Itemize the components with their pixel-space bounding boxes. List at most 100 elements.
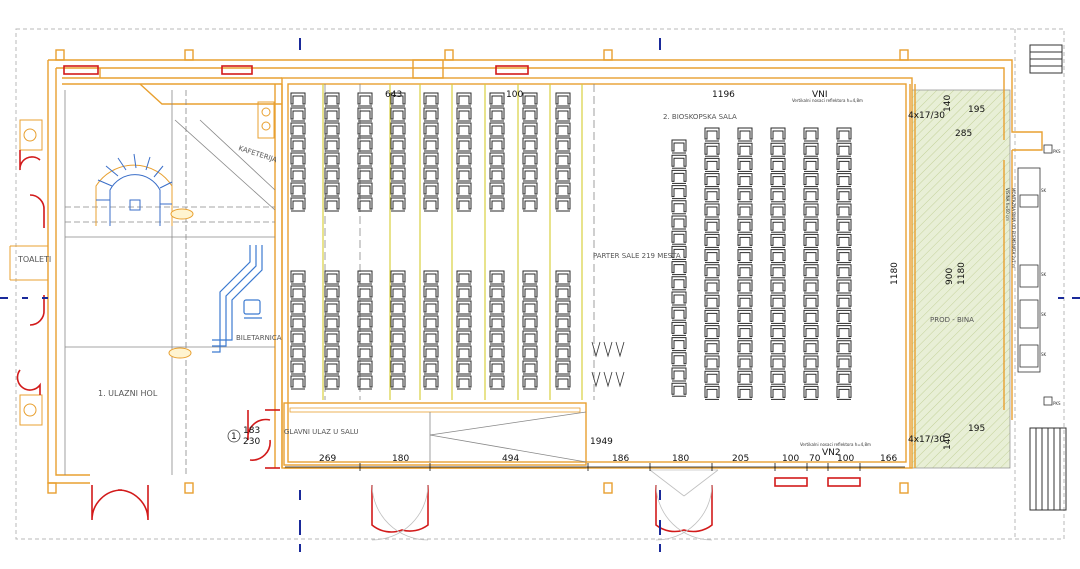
seat bbox=[737, 294, 753, 309]
seat bbox=[324, 107, 340, 122]
spiral-staircase bbox=[95, 153, 173, 226]
seat bbox=[671, 352, 687, 367]
seat bbox=[522, 270, 538, 285]
seat bbox=[423, 360, 439, 375]
dim-1196: 1196 bbox=[712, 90, 735, 100]
seat bbox=[390, 360, 406, 375]
seat bbox=[770, 355, 786, 370]
seat bbox=[836, 157, 852, 172]
seat bbox=[555, 122, 571, 137]
seat bbox=[456, 270, 472, 285]
seat bbox=[671, 154, 687, 169]
seat bbox=[770, 127, 786, 142]
bottom-dimension-label: 180 bbox=[672, 454, 689, 464]
seat bbox=[522, 197, 538, 212]
entrance-hall-label: 1. ULAZNI HOL bbox=[98, 389, 158, 398]
seat bbox=[737, 264, 753, 279]
seat bbox=[489, 182, 505, 197]
seat bbox=[357, 315, 373, 330]
seat bbox=[671, 291, 687, 306]
seat bbox=[671, 367, 687, 382]
seat bbox=[671, 200, 687, 215]
seat bbox=[522, 375, 538, 390]
seat bbox=[555, 345, 571, 360]
seat bbox=[456, 92, 472, 107]
seat bbox=[324, 152, 340, 167]
seat bbox=[357, 167, 373, 182]
vn2-label: VN2 bbox=[822, 448, 841, 458]
door-size-bottom: 230 bbox=[243, 437, 260, 447]
seat bbox=[770, 340, 786, 355]
seat bbox=[456, 360, 472, 375]
seat bbox=[555, 375, 571, 390]
stage-area bbox=[911, 89, 1011, 469]
dim-4x17-bottom: 4x17/30 bbox=[908, 435, 945, 445]
bottom-dimension-label: 70 bbox=[809, 454, 821, 464]
seat bbox=[803, 264, 819, 279]
seat bbox=[522, 360, 538, 375]
seat bbox=[836, 309, 852, 324]
seat bbox=[357, 152, 373, 167]
seat bbox=[555, 197, 571, 212]
seat bbox=[803, 233, 819, 248]
stage-figures bbox=[591, 341, 625, 388]
seat bbox=[324, 197, 340, 212]
seat bbox=[737, 249, 753, 264]
drawing-frame bbox=[15, 28, 1065, 540]
seat bbox=[456, 107, 472, 122]
seat bbox=[456, 122, 472, 137]
seat bbox=[704, 294, 720, 309]
seat bbox=[324, 122, 340, 137]
bottom-dimension-label: 186 bbox=[612, 454, 629, 464]
bottom-dimension-label: 180 bbox=[392, 454, 409, 464]
seat bbox=[671, 245, 687, 260]
dim-900: 900 bbox=[945, 268, 955, 285]
bottom-dimension-label: 100 bbox=[837, 454, 854, 464]
seat bbox=[803, 279, 819, 294]
seat bbox=[836, 188, 852, 203]
seat bbox=[423, 107, 439, 122]
seat bbox=[836, 294, 852, 309]
seat bbox=[704, 264, 720, 279]
seat bbox=[423, 285, 439, 300]
seat bbox=[357, 360, 373, 375]
seat bbox=[423, 315, 439, 330]
seat bbox=[671, 215, 687, 230]
seat bbox=[671, 261, 687, 276]
seat bbox=[423, 167, 439, 182]
seat bbox=[290, 315, 306, 330]
seat bbox=[704, 309, 720, 324]
seat bbox=[836, 218, 852, 233]
ticket-office-label: BILETARNICA bbox=[236, 334, 282, 342]
seat bbox=[390, 197, 406, 212]
seat bbox=[737, 218, 753, 233]
side-mark: SK bbox=[1041, 188, 1047, 193]
seat bbox=[456, 285, 472, 300]
seat bbox=[803, 294, 819, 309]
seat bbox=[522, 107, 538, 122]
side-mark: SK bbox=[1041, 352, 1047, 357]
seat bbox=[803, 340, 819, 355]
dim-4x17-top: 4x17/30 bbox=[908, 111, 945, 121]
toilet-area bbox=[9, 119, 48, 426]
seat bbox=[770, 203, 786, 218]
dim-1180: 1180 bbox=[890, 262, 900, 285]
bottom-dimension-label: 494 bbox=[502, 454, 519, 464]
seat bbox=[390, 122, 406, 137]
seat bbox=[390, 300, 406, 315]
seat bbox=[390, 152, 406, 167]
side-mark: SK bbox=[1041, 272, 1047, 277]
seat bbox=[555, 137, 571, 152]
pks-top-label: PKS bbox=[1053, 149, 1061, 154]
seat bbox=[803, 203, 819, 218]
aisle-lines bbox=[322, 84, 583, 400]
dim-140-top: 140 bbox=[943, 95, 953, 112]
door-marker-number: 1 bbox=[231, 432, 237, 442]
seat bbox=[704, 127, 720, 142]
seat bbox=[390, 167, 406, 182]
seat bbox=[290, 92, 306, 107]
seat bbox=[836, 279, 852, 294]
main-entrance-label: GLAVNI ULAZ U SALU bbox=[284, 428, 359, 436]
seat bbox=[555, 107, 571, 122]
